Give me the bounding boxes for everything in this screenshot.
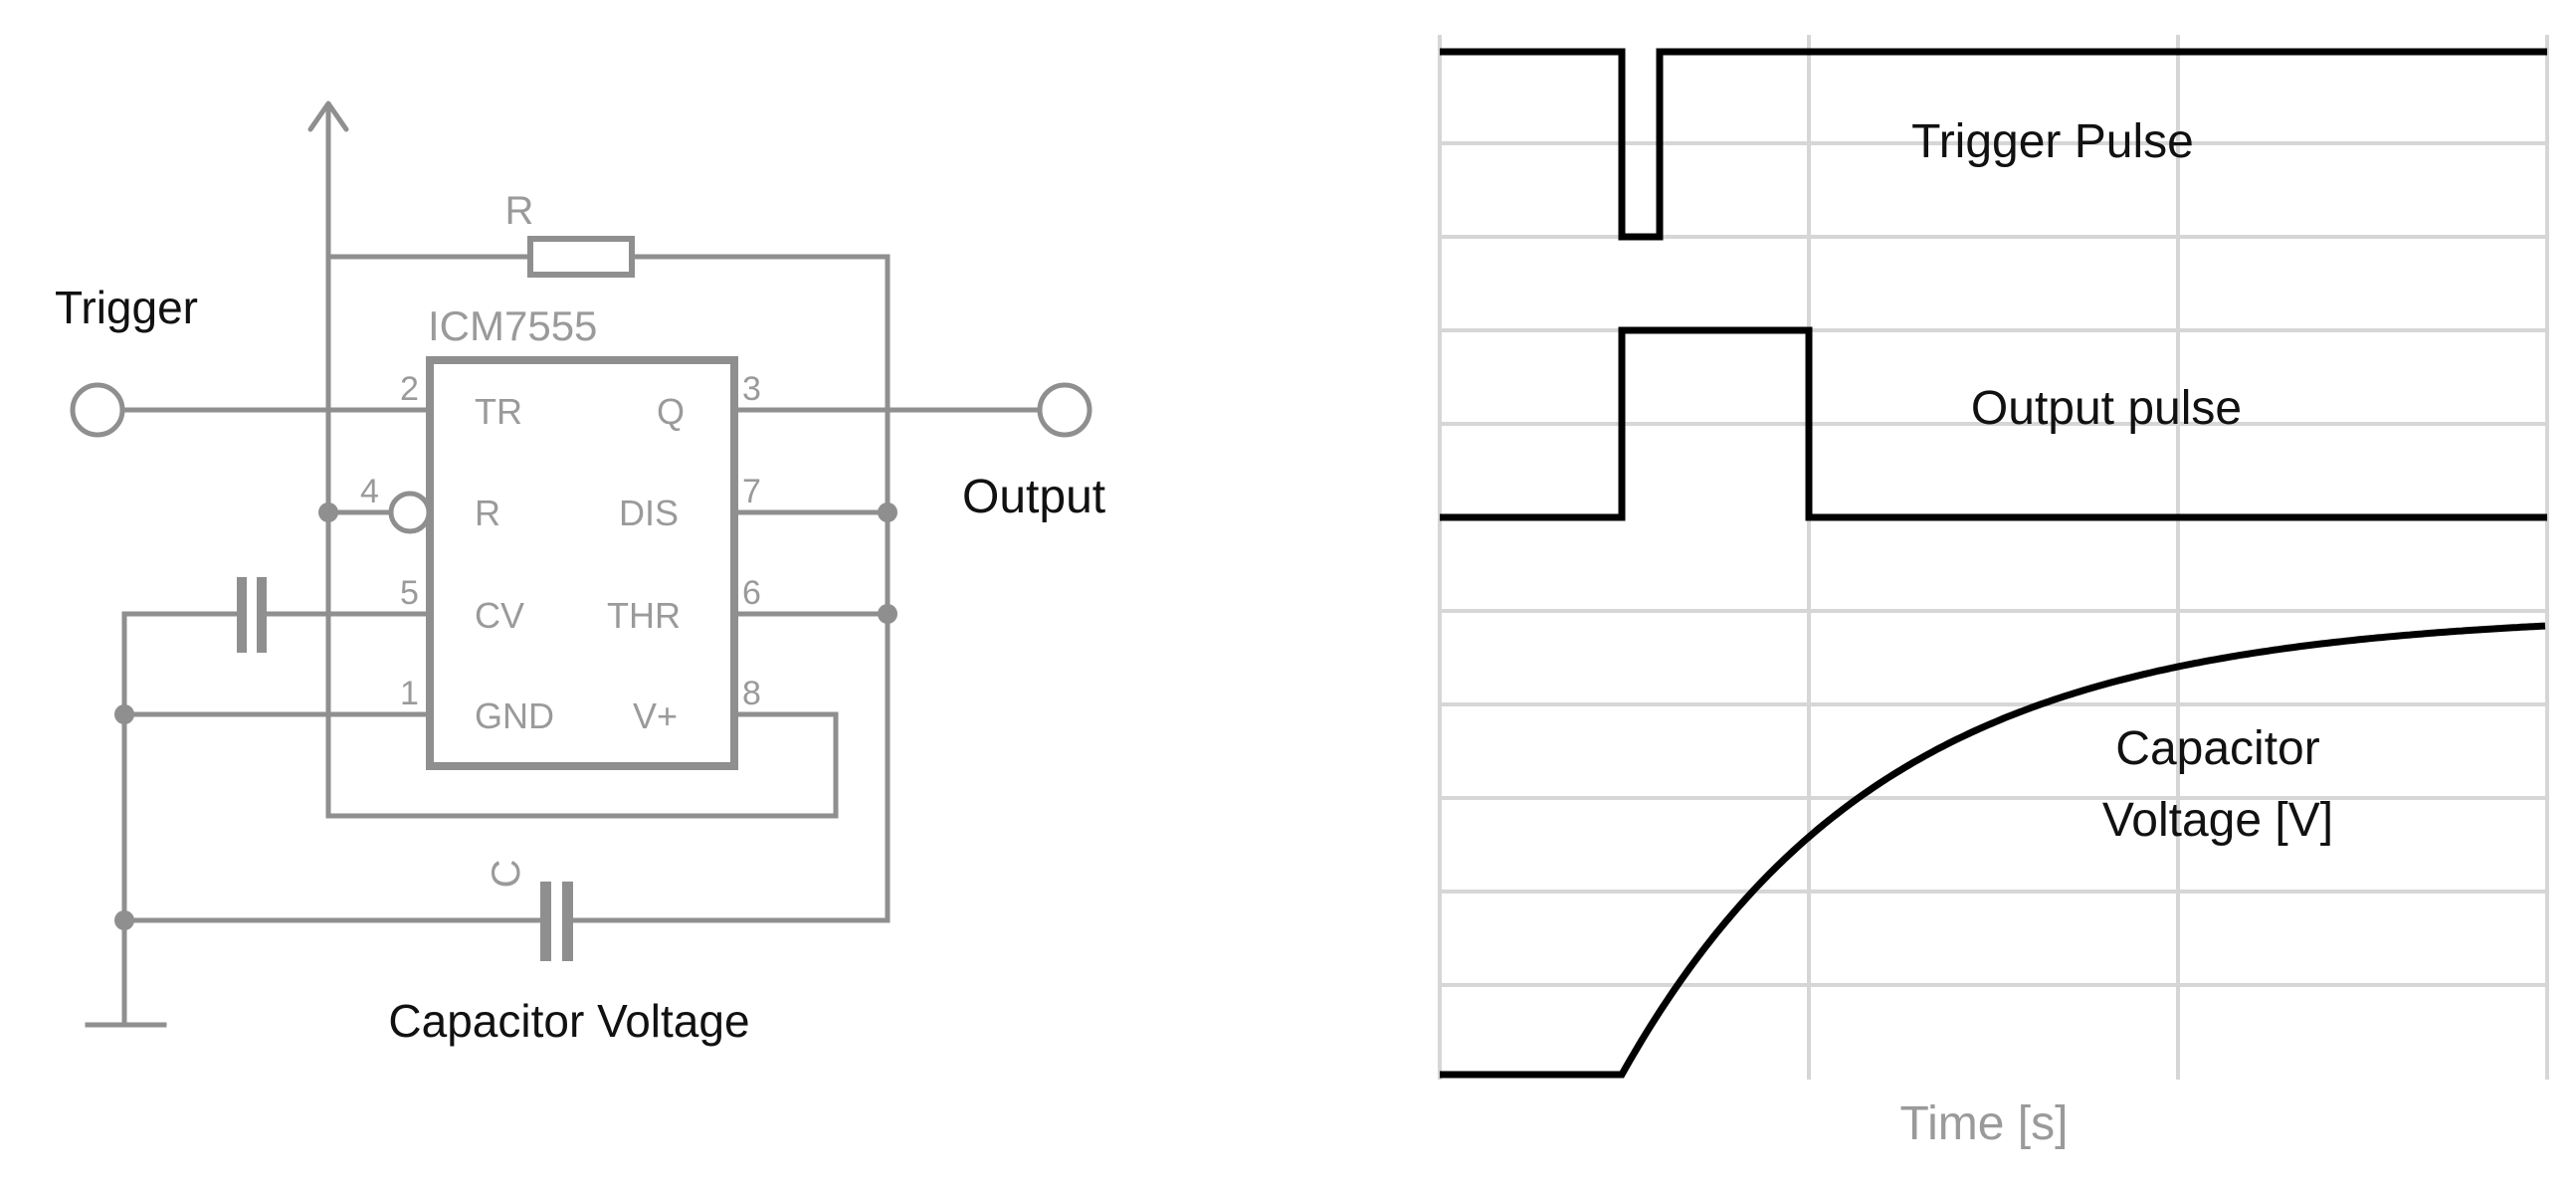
output-label: Output <box>962 471 1105 523</box>
output-terminal-icon <box>1037 382 1092 438</box>
capacitor-voltage-label: Capacitor Voltage <box>388 995 749 1047</box>
pin-thr-name: THR <box>607 595 681 636</box>
junction-dot <box>318 502 338 522</box>
pin-q-number: 3 <box>742 370 761 408</box>
capacitor-label: C <box>485 860 528 889</box>
x-axis-label: Time [s] <box>1900 1097 2069 1150</box>
cv-capacitor-icon <box>237 577 267 653</box>
pin-tr-number: 2 <box>400 370 419 408</box>
pin-r-name: R <box>475 493 500 533</box>
cv-cap-wire <box>121 611 242 923</box>
resistor-icon <box>527 236 635 278</box>
pin-dis-name: DIS <box>619 493 679 533</box>
pin-tr-name: TR <box>475 391 522 432</box>
trigger-pulse-label: Trigger Pulse <box>1911 115 2194 168</box>
output-pulse-trace <box>1440 326 2547 521</box>
junction-dot <box>878 502 897 522</box>
pin-gnd-number: 1 <box>400 675 419 712</box>
trigger-pulse-trace <box>1440 48 2547 241</box>
junction-dot <box>114 704 134 724</box>
pin-gnd-name: GND <box>475 695 554 736</box>
pin-thr-number: 6 <box>742 574 761 612</box>
ic-body <box>426 356 738 770</box>
capacitor-voltage-label-line2: Voltage [V] <box>2102 794 2333 847</box>
pin-q-name: Q <box>657 391 685 432</box>
pin-vplus-number: 8 <box>742 675 761 712</box>
trigger-terminal-icon <box>70 382 125 438</box>
capacitor-voltage-label-line1: Capacitor <box>2115 722 2319 775</box>
pin-r-number: 4 <box>360 473 379 510</box>
timing-diagram: Trigger Pulse Output pulse Capacitor Vol… <box>1438 35 2549 1150</box>
pin-vplus-name: V+ <box>633 695 678 736</box>
pin-cv-name: CV <box>475 595 524 636</box>
vplus-loop-wire <box>325 711 839 819</box>
junction-dot <box>878 604 897 624</box>
supply-arrow-icon <box>307 100 349 260</box>
reset-bubble-icon <box>388 491 432 534</box>
trigger-label: Trigger <box>55 282 198 333</box>
output-pulse-label: Output pulse <box>1971 382 2242 435</box>
schematic: R ICM7555 2 TR Trigger 4 R 5 CV 1 GND <box>55 100 1105 1047</box>
capacitor-voltage-trace <box>1440 622 2546 1079</box>
resistor-label: R <box>505 189 534 233</box>
timing-capacitor-icon <box>540 882 573 961</box>
pin-cv-number: 5 <box>400 574 419 612</box>
pin-dis-number: 7 <box>742 473 761 510</box>
ic-name: ICM7555 <box>428 302 597 349</box>
